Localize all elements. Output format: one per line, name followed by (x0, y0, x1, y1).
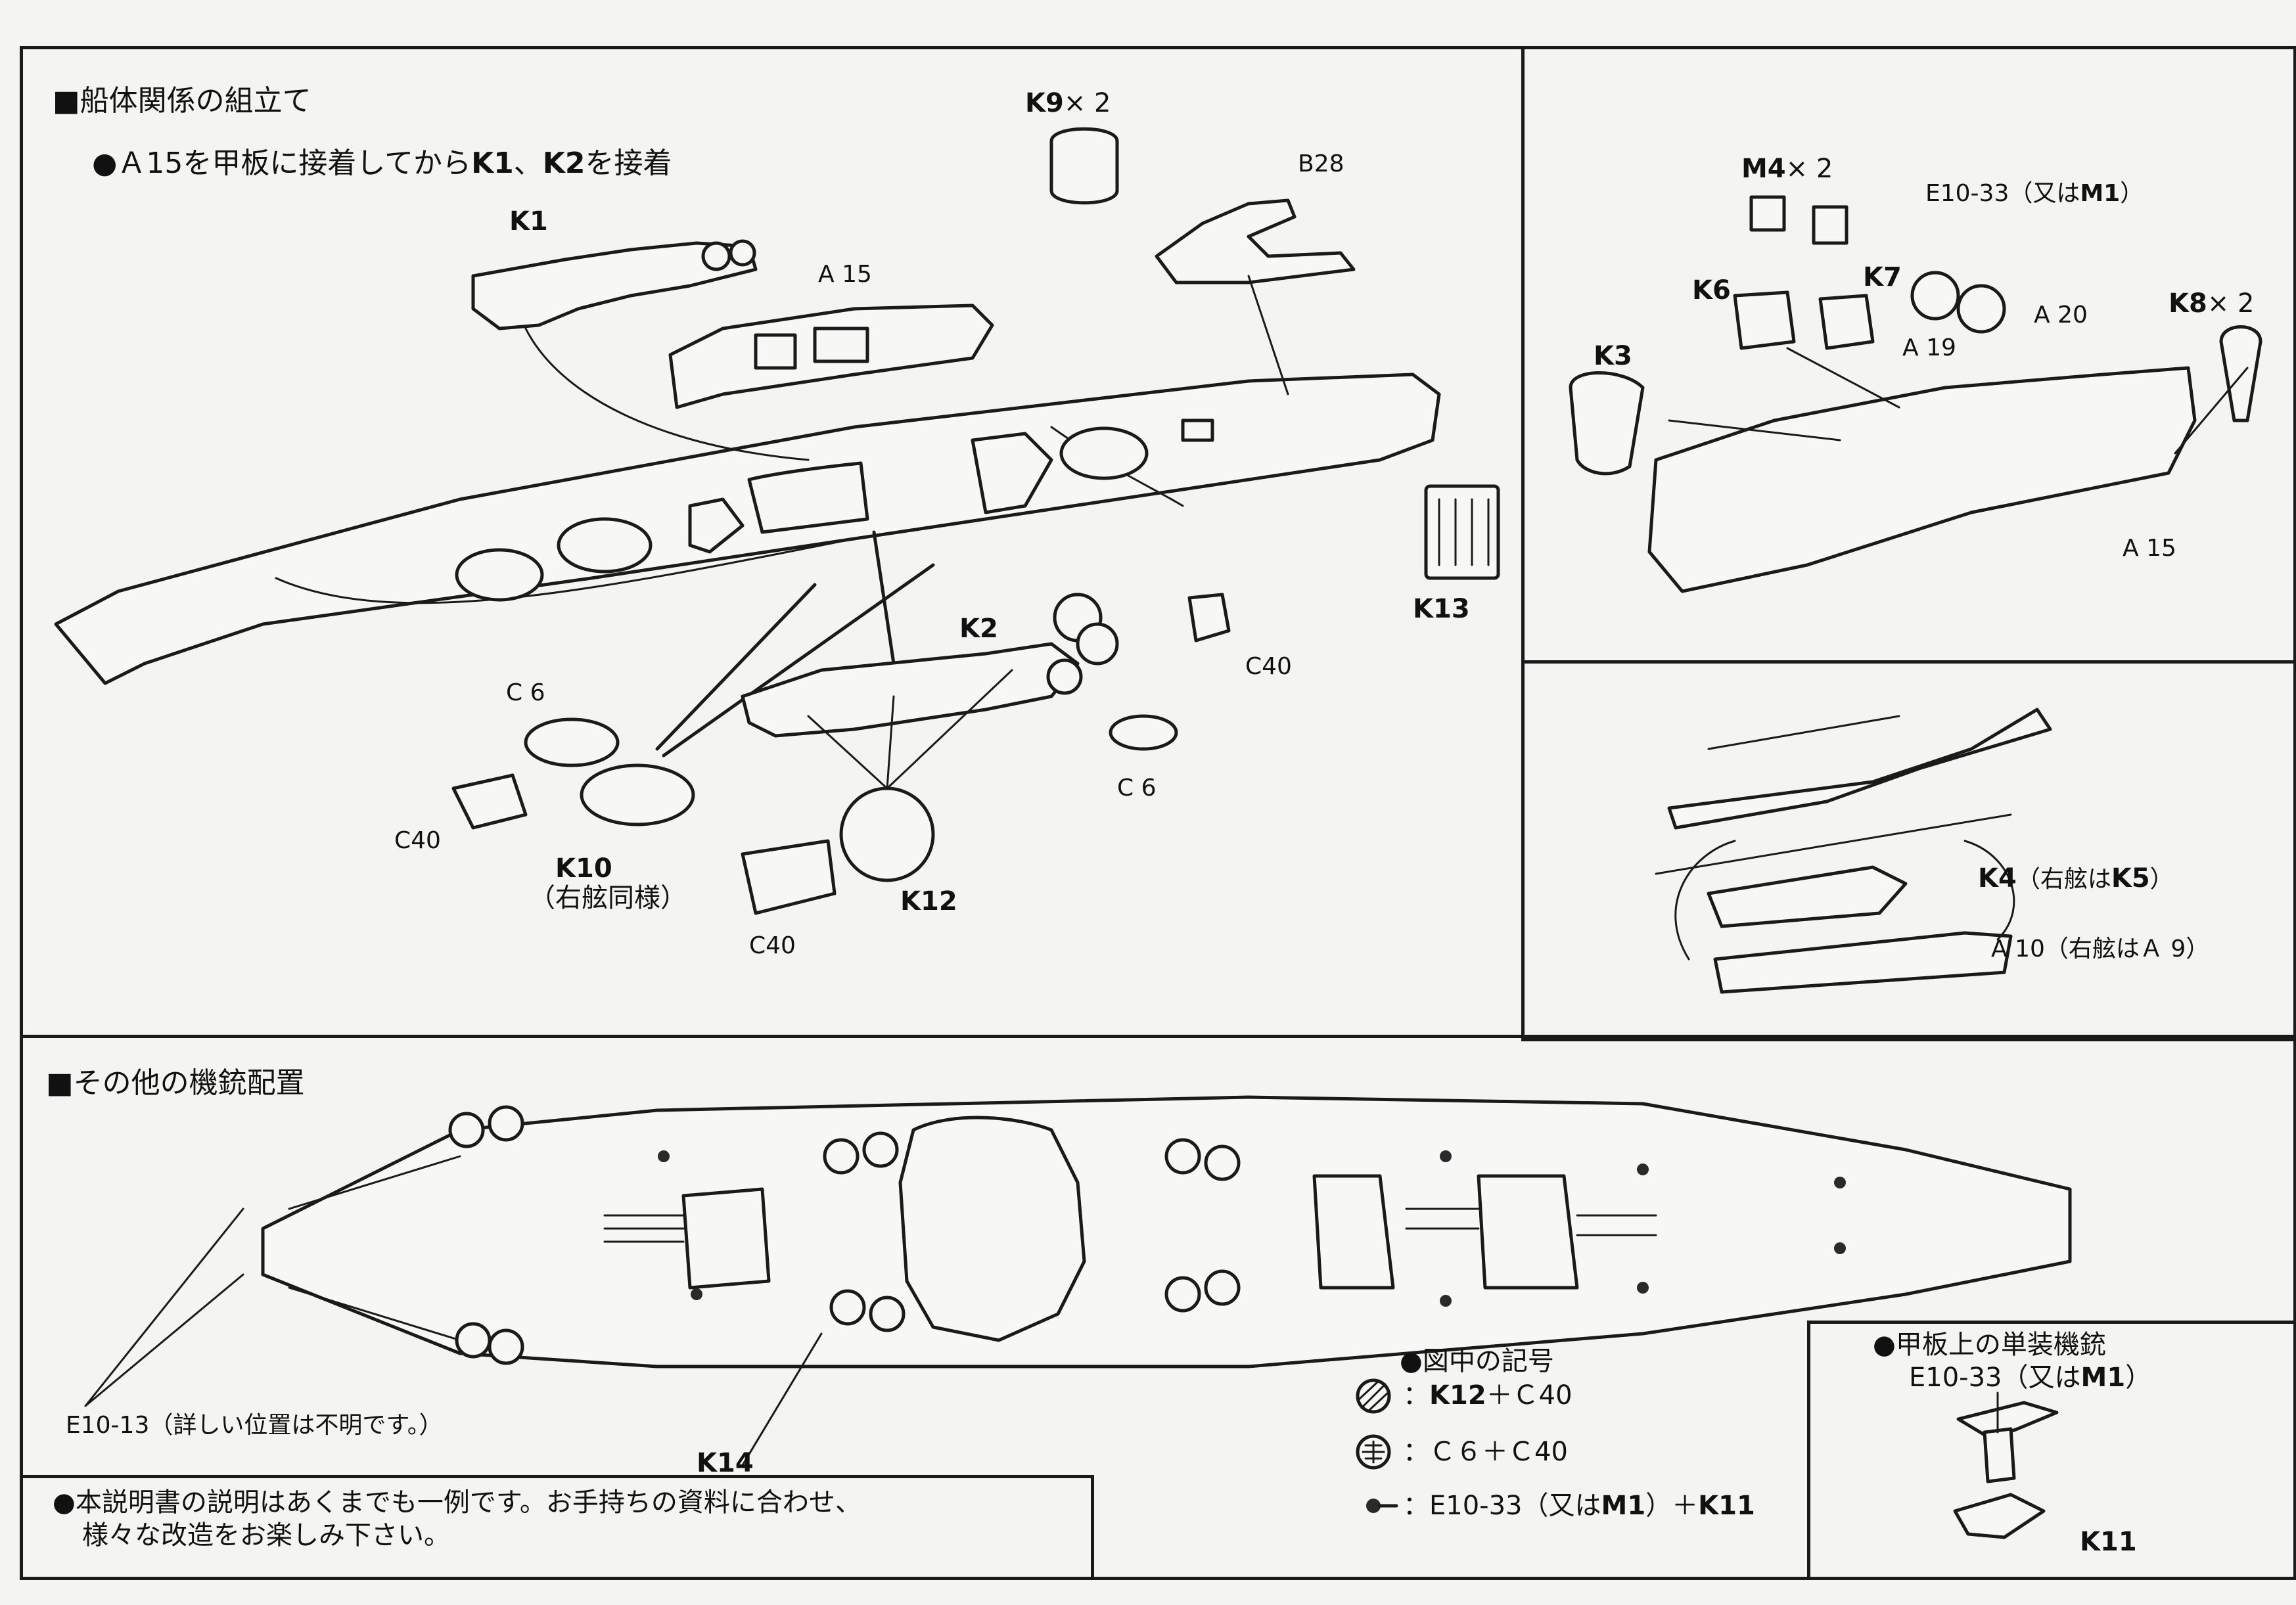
k2-part (741, 642, 1080, 738)
c6-part-a (524, 717, 620, 767)
k11-part (1953, 1493, 2046, 1539)
k5-code: K5 (2111, 863, 2150, 893)
legend-title: ●図中の記号 (1400, 1346, 1554, 1376)
b28-part (1155, 198, 1356, 284)
other-guns-title: ■その他の機銃配置 (46, 1066, 305, 1100)
legend-row1: ：K12＋Ｃ40 (1403, 1381, 1573, 1410)
c6-part-b (1109, 714, 1178, 751)
k8-part (2219, 325, 2262, 422)
k4-note-b: ） (2149, 866, 2174, 893)
e10-33-suffix: ） (2120, 180, 2144, 207)
boat-panel (1521, 660, 2296, 1041)
note-k2: K2 (542, 147, 585, 180)
m4-code: M4 (1741, 154, 1786, 184)
label-c40-a: C40 (1245, 653, 1292, 680)
hull-assembly-title: ■船体関係の組立て (53, 84, 311, 118)
k9-part (1049, 127, 1119, 205)
note-suffix: を接着 (585, 147, 672, 180)
label-b28: B28 (1298, 150, 1344, 177)
k8-qty: × 2 (2207, 288, 2255, 319)
label-k12: K12 (900, 886, 957, 916)
k4-boat (1707, 865, 1908, 928)
label-k3: K3 (1594, 341, 1632, 371)
main-hull-drawing (54, 373, 1500, 685)
single-gun-subtitle: E10-33（又はM1） (1909, 1363, 2151, 1392)
legend-row1-prefix: ： (1403, 1380, 1429, 1411)
hull-assembly-note: ●Ａ15を甲板に接着してからK1、K2を接着 (92, 147, 672, 180)
label-a15-top: A 15 (818, 261, 872, 288)
legend-row3-k11: K11 (1698, 1491, 1755, 1521)
plan-view-hull (261, 1095, 2072, 1368)
k6-part (1733, 290, 1796, 350)
m4-part-a (1749, 195, 1786, 232)
label-k10-note: （右舷同様） (529, 883, 687, 913)
k4-note-a: （右舷は (2016, 866, 2111, 893)
label-k4: K4（右舷はK5） (1978, 864, 2174, 893)
k9-code: K9 (1025, 88, 1064, 118)
label-k11: K11 (2080, 1527, 2137, 1557)
m4-part-b (1812, 205, 1848, 245)
label-c40-c: C40 (749, 932, 796, 959)
c40-part-a (1187, 593, 1231, 643)
k1-part (471, 241, 758, 330)
disclaimer-line1: ●本説明書の説明はあくまでも一例です。お手持ちの資料に合わせ、 (53, 1487, 861, 1518)
single-gun-title: ●甲板上の単装機銃 (1873, 1330, 2106, 1360)
gun-layout-panel (20, 1035, 2296, 1580)
label-k13: K13 (1413, 594, 1470, 624)
m4-qty: × 2 (1785, 154, 1833, 184)
e10-33-prefix: E10-33（又は (1925, 180, 2080, 207)
label-e10-33: E10-33（又はM1） (1925, 181, 2144, 207)
k12-part (839, 786, 935, 882)
legend-row3-mid: ）＋ (1645, 1491, 1699, 1521)
note-k1: K1 (471, 147, 514, 180)
label-k1: K1 (509, 206, 548, 237)
e10-13-note: E10-13（詳しい位置は不明です。） (66, 1412, 443, 1439)
a20-part (1956, 284, 2006, 334)
label-k10: K10 (555, 853, 612, 884)
single-gun-sub-prefix: E10-33（又は (1909, 1363, 2081, 1393)
a19-part (1910, 271, 1960, 321)
label-c6-b: C 6 (1117, 775, 1157, 802)
label-k6: K6 (1692, 275, 1731, 305)
note-prefix: ●Ａ15を甲板に接着してから (92, 147, 472, 180)
legend-row3-m1: M1 (1601, 1491, 1646, 1521)
a15-superstructure (1647, 366, 2197, 593)
disclaimer-box (20, 1475, 1094, 1580)
label-a15-right: A 15 (2123, 535, 2176, 562)
k8-code: K8 (2169, 288, 2207, 319)
label-a20: A 20 (2034, 302, 2088, 328)
label-c6-a: C 6 (506, 679, 545, 706)
k7-part (1818, 294, 1875, 350)
label-a19: A 19 (1902, 334, 1956, 361)
label-m4: M4× 2 (1741, 154, 1833, 183)
legend-row3: ：E10-33（又はM1）＋K11 (1403, 1491, 1755, 1520)
k9-qty: × 2 (1063, 88, 1111, 118)
k10-part (580, 763, 695, 826)
c40-part-c (741, 839, 837, 915)
a10-part (1713, 931, 2013, 994)
k4-code: K4 (1978, 863, 2017, 893)
single-gun-sub-m1: M1 (2080, 1363, 2126, 1393)
label-k2: K2 (959, 614, 998, 644)
single-gun-sub-suffix: ） (2125, 1363, 2152, 1393)
label-k8: K8× 2 (2169, 289, 2255, 318)
legend-row3-prefix: ：E10-33（又は (1403, 1491, 1601, 1521)
legend-row1-suffix: ＋Ｃ40 (1486, 1380, 1573, 1411)
label-k9: K9× 2 (1025, 89, 1111, 118)
label-k14: K14 (697, 1448, 754, 1478)
plan-view-gun-markers (448, 1105, 1846, 1365)
legend-row1-k12: K12 (1429, 1380, 1486, 1411)
single-gun-panel (1807, 1321, 2296, 1580)
label-a10-note: A 10（右舷はＡ 9） (1991, 936, 2210, 962)
label-k7: K7 (1863, 262, 1902, 292)
e10-33-m1: M1 (2080, 180, 2121, 207)
legend-e10-33-symbol (1366, 1499, 1381, 1513)
label-c40-b: C40 (394, 827, 441, 854)
disclaimer-line2: 様々な改造をお楽しみ下さい。 (82, 1520, 450, 1550)
note-sep: 、 (513, 147, 543, 180)
c40-part-b (451, 773, 528, 830)
legend-row2: ：Ｃ６＋Ｃ40 (1403, 1437, 1568, 1467)
